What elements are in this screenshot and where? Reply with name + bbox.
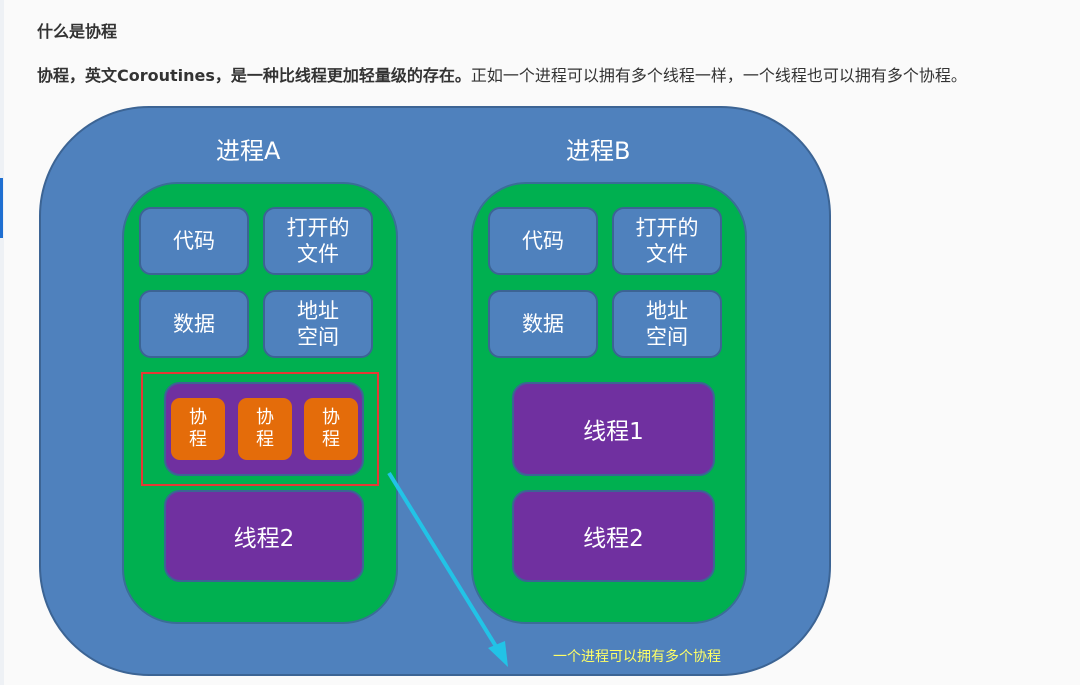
- coroutine-1: 协 程: [171, 398, 225, 460]
- coroutine-3: 协 程: [304, 398, 358, 460]
- arrow-head-icon: [488, 641, 508, 667]
- process-a-open-files: 打开的 文件: [263, 207, 373, 275]
- process-b-thread2: 线程2: [512, 490, 715, 582]
- coroutine-1-line1: 协: [189, 407, 207, 428]
- coroutine-3-line2: 程: [322, 429, 340, 450]
- coroutine-3-line1: 协: [322, 407, 340, 428]
- process-b-open-files: 打开的 文件: [612, 207, 722, 275]
- intro-paragraph: 协程，英文Coroutines，是一种比线程更加轻量级的存在。正如一个进程可以拥…: [37, 62, 967, 86]
- page-left-strip: [0, 0, 4, 685]
- arrow-line: [387, 471, 499, 650]
- section-heading: 什么是协程: [37, 22, 118, 41]
- process-a-address-line1: 地址: [297, 299, 339, 323]
- coroutine-2-line2: 程: [256, 429, 274, 450]
- intro-text: 正如一个进程可以拥有多个线程一样，一个线程也可以拥有多个协程。: [470, 66, 967, 85]
- process-b-title: 进程B: [566, 137, 631, 165]
- process-b-data: 数据: [488, 290, 598, 358]
- process-a-code-label: 代码: [173, 229, 215, 253]
- process-b-address-space: 地址 空间: [612, 290, 722, 358]
- process-b-data-label: 数据: [522, 312, 564, 336]
- process-b-open-files-line2: 文件: [646, 242, 688, 266]
- arrow-caption: 一个进程可以拥有多个协程: [553, 649, 721, 665]
- coroutine-highlight-box: [141, 372, 379, 486]
- coroutine-2: 协 程: [238, 398, 292, 460]
- process-a-open-files-line1: 打开的: [286, 216, 350, 240]
- process-b-thread1-label: 线程1: [583, 419, 644, 445]
- process-b-address-line2: 空间: [646, 325, 688, 349]
- process-a-data: 数据: [139, 290, 249, 358]
- process-a-data-label: 数据: [173, 312, 215, 336]
- coroutine-1-line2: 程: [189, 429, 207, 450]
- process-a-open-files-line2: 文件: [297, 242, 339, 266]
- process-b-address-line1: 地址: [646, 299, 688, 323]
- page-left-accent: [0, 178, 3, 238]
- process-b-code-label: 代码: [522, 229, 564, 253]
- intro-bold-text: 协程，英文Coroutines，是一种比线程更加轻量级的存在。: [37, 66, 471, 85]
- process-b-open-files-line1: 打开的: [635, 216, 699, 240]
- process-a-address-line2: 空间: [297, 325, 339, 349]
- coroutine-2-line1: 协: [256, 407, 274, 428]
- process-a-thread2: 线程2: [164, 490, 364, 582]
- process-b-thread1: 线程1: [512, 382, 715, 476]
- process-a-address-space: 地址 空间: [263, 290, 373, 358]
- process-b-thread2-label: 线程2: [583, 526, 644, 552]
- process-a-title: 进程A: [216, 137, 281, 165]
- process-b-code: 代码: [488, 207, 598, 275]
- process-a-thread2-label: 线程2: [233, 526, 295, 552]
- process-a-code: 代码: [139, 207, 249, 275]
